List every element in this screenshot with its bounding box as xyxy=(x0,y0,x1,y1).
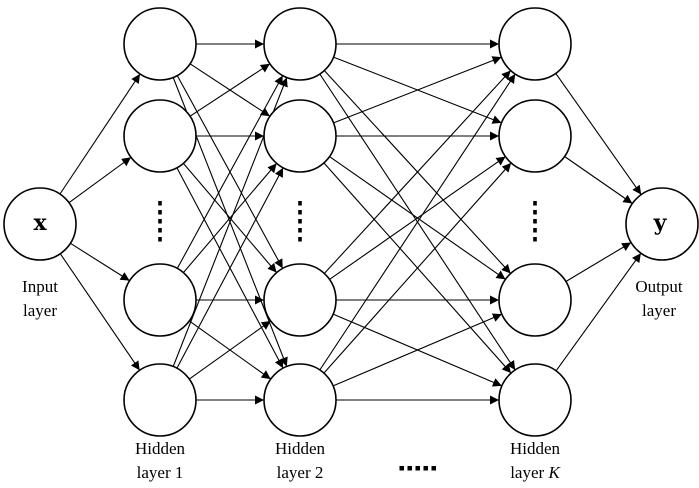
output-node-1 xyxy=(625,187,699,261)
edge-hidden-2-3-to-hidden-k-2 xyxy=(332,313,503,387)
hidden-layer-k-label-var: K xyxy=(547,463,561,482)
hidden-k-node-1 xyxy=(498,7,572,81)
edge-hidden-2-3-to-hidden-k-0 xyxy=(319,73,516,371)
hidden-1-vertical-ellipsis-dot-2 xyxy=(158,210,162,215)
horizontal-ellipsis-dot-5 xyxy=(431,466,436,471)
hidden-layer-2-label-line1: Hidden xyxy=(275,439,326,458)
hidden-2-node-4 xyxy=(263,363,337,437)
hidden-k-vertical-ellipsis-dot-3 xyxy=(533,219,537,224)
hidden-layer-2-label-line2: layer 2 xyxy=(277,463,324,482)
hidden-2-vertical-ellipsis-dot-3 xyxy=(298,219,302,224)
edge-hidden-1-2-to-hidden-2-0 xyxy=(176,75,284,269)
edge-hidden-2-2-to-hidden-k-0 xyxy=(323,70,512,274)
edge-hidden-2-2-to-hidden-k-1 xyxy=(329,156,506,280)
ellipses xyxy=(158,201,537,471)
output-layer-label-line2: layer xyxy=(642,301,676,320)
hidden-1-vertical-ellipsis-dot-5 xyxy=(158,237,162,242)
hidden-layer-1-label-line1: Hidden xyxy=(135,439,186,458)
horizontal-ellipsis-dot-4 xyxy=(423,466,428,471)
output-node-symbol: y xyxy=(653,210,668,236)
edge-input-0-to-hidden-1-1 xyxy=(68,156,132,204)
hidden-1-node-1 xyxy=(123,7,197,81)
input-node-symbol: x xyxy=(33,210,47,236)
edge-hidden-k-1-to-output-0 xyxy=(564,156,633,204)
edge-hidden-k-3-to-output-0 xyxy=(555,252,642,372)
horizontal-ellipsis-dot-1 xyxy=(399,466,404,471)
edge-hidden-1-2-to-hidden-2-1 xyxy=(182,163,278,273)
hidden-k-vertical-ellipsis-dot-4 xyxy=(533,228,537,233)
hidden-1-vertical-ellipsis-dot-3 xyxy=(158,219,162,224)
edge-hidden-1-3-to-hidden-2-1 xyxy=(176,167,284,369)
edge-input-0-to-hidden-1-0 xyxy=(59,73,141,195)
input-layer-label-line1: Input xyxy=(22,277,58,296)
hidden-2-vertical-ellipsis-dot-4 xyxy=(298,228,302,233)
hidden-layer-k-label-prefix: layer xyxy=(510,463,548,482)
hidden-k-vertical-ellipsis-dot-5 xyxy=(533,237,537,242)
hidden-1-vertical-ellipsis-dot-1 xyxy=(158,201,162,206)
hidden-k-node-2 xyxy=(498,99,572,173)
edge-hidden-k-2-to-output-0 xyxy=(565,242,632,282)
hidden-k-node-3 xyxy=(498,263,572,337)
hidden-2-node-2 xyxy=(263,99,337,173)
hidden-2-vertical-ellipsis-dot-1 xyxy=(298,201,302,206)
horizontal-ellipsis-dot-3 xyxy=(415,466,420,471)
nodes xyxy=(3,7,699,437)
hidden-k-vertical-ellipsis-dot-2 xyxy=(533,210,537,215)
edge-hidden-1-3-to-hidden-2-2 xyxy=(188,320,272,380)
hidden-2-vertical-ellipsis-dot-2 xyxy=(298,210,302,215)
hidden-2-node-3 xyxy=(263,263,337,337)
hidden-layer-k-label-line2: layer K xyxy=(510,463,561,482)
connections xyxy=(59,39,642,405)
horizontal-ellipsis-dot-2 xyxy=(407,466,412,471)
hidden-layer-1-label-line2: layer 1 xyxy=(137,463,184,482)
hidden-1-node-3 xyxy=(123,263,197,337)
edge-input-0-to-hidden-1-3 xyxy=(59,253,141,371)
edge-hidden-1-1-to-hidden-2-0 xyxy=(189,63,271,117)
edge-hidden-k-0-to-output-0 xyxy=(555,73,642,195)
hidden-layer-k-label-line1: Hidden xyxy=(510,439,561,458)
hidden-1-node-2 xyxy=(123,99,197,173)
input-node-1 xyxy=(3,187,77,261)
hidden-k-vertical-ellipsis-dot-1 xyxy=(533,201,537,206)
hidden-2-node-1 xyxy=(263,7,337,81)
hidden-2-vertical-ellipsis-dot-5 xyxy=(298,237,302,242)
hidden-1-vertical-ellipsis-dot-4 xyxy=(158,228,162,233)
edge-input-0-to-hidden-1-2 xyxy=(70,242,130,282)
input-layer-label-line2: layer xyxy=(23,301,57,320)
edge-hidden-2-3-to-hidden-k-1 xyxy=(323,162,512,374)
edge-hidden-2-1-to-hidden-k-0 xyxy=(333,56,502,124)
output-layer-label-line1: Output xyxy=(635,277,683,296)
hidden-1-node-4 xyxy=(123,363,197,437)
hidden-k-node-4 xyxy=(498,363,572,437)
